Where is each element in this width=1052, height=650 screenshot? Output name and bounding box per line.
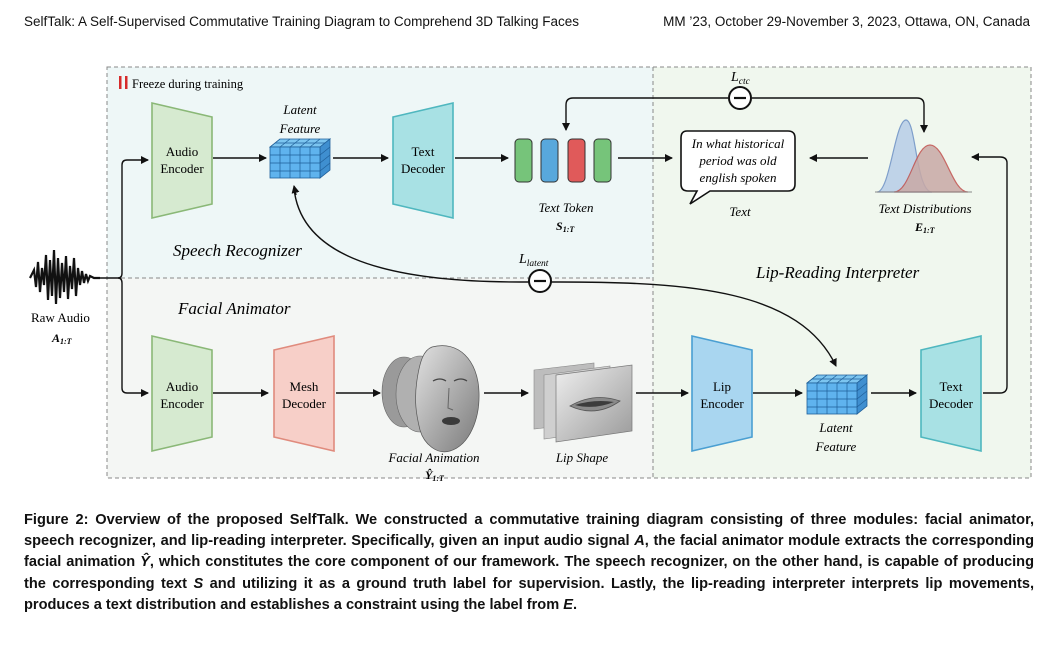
bubble-line-3: english spoken (700, 170, 777, 185)
ctc-loss-path-left (562, 97, 728, 131)
raw-audio-symbol: A1:T (51, 331, 73, 346)
label-facial-animator: Facial Animator (177, 299, 291, 318)
text-distributions-plot: Text Distributions E1:T (875, 119, 972, 235)
text-decoder-bottom-line2: Decoder (929, 396, 974, 411)
caption-label: Figure 2: (24, 512, 89, 528)
latent-feature-top-line1: Latent (282, 102, 317, 117)
latent-loss-node: Llatent (518, 252, 552, 293)
text-decoder-top-line1: Text (412, 144, 435, 159)
lip-encoder-line1: Lip (713, 379, 731, 394)
latent-loss-path (293, 187, 837, 367)
text-token-label: Text Token (538, 200, 593, 215)
caption-var-e: E (563, 596, 573, 613)
caption-text-2: , the facial animator module extracts th… (24, 533, 1034, 571)
outer-dashed-border (106, 66, 1032, 479)
raw-audio-label: Raw Audio (31, 310, 90, 325)
mesh-decoder-line2: Decoder (282, 396, 327, 411)
text-distributions-symbol: E1:T (914, 220, 936, 235)
audio-encoder-top-line1: Audio (166, 144, 199, 159)
text-speech-bubble: In what historical period was old englis… (680, 130, 796, 205)
latent-cube-bottom-icon (805, 374, 869, 415)
latent-feature-top-line2: Feature (279, 121, 321, 136)
latent-feature-bottom: Latent Feature (805, 374, 869, 454)
audio-to-bottom-encoder-arrow (117, 277, 149, 397)
bubble-line-1: In what historical (691, 136, 785, 151)
ctc-loss-node: Lctc (728, 70, 752, 110)
freeze-icon (119, 76, 122, 89)
lip-encoder: Lip Encoder (691, 334, 753, 453)
caption-var-a: A (634, 533, 645, 550)
mesh-decoder: Mesh Decoder (273, 334, 335, 453)
text-label: Text (729, 204, 751, 219)
text-token-2 (540, 138, 559, 183)
lip-shape-image: Lip Shape (533, 362, 633, 465)
caption-text-3: , which constitutes the core component o… (24, 554, 1034, 592)
caption-text-4: and utilizing it as a ground truth label… (24, 575, 1035, 613)
facial-animation-label: Facial Animation (387, 450, 479, 465)
text-distributions-label: Text Distributions (878, 201, 971, 216)
ctc-loss-label: Lctc (730, 70, 751, 87)
text-decoder-bottom: Text Decoder (920, 334, 982, 453)
text-token-1 (514, 138, 533, 183)
mesh-decoder-line1: Mesh (290, 379, 319, 394)
audio-encoder-bottom-line2: Encoder (160, 396, 204, 411)
text-token-symbol: S1:T (556, 219, 575, 234)
freeze-legend: Freeze during training (119, 76, 244, 91)
latent-loss-path-head-top (291, 185, 300, 196)
raw-audio-waveform (29, 249, 100, 305)
lip-shape-label: Lip Shape (555, 450, 609, 465)
facial-animation-image: Facial Animation Ŷ1:T (381, 345, 480, 483)
text-decoder-bottom-line1: Text (940, 379, 963, 394)
audio-encoder-top: Audio Encoder (151, 101, 213, 220)
bubble-line-2: period was old (698, 153, 777, 168)
text-decoder-top: Text Decoder (392, 101, 454, 220)
text-token-3 (567, 138, 586, 183)
running-header-title: SelfTalk: A Self-Supervised Commutative … (24, 14, 580, 29)
latent-feature-bottom-line2: Feature (815, 439, 857, 454)
latent-feature-top: Latent Feature (268, 102, 332, 179)
latent-cube-top-icon (268, 138, 332, 179)
label-lip-reading-interpreter: Lip-Reading Interpreter (755, 263, 920, 282)
ctc-loss-path-right (752, 97, 928, 133)
framework-diagram: Freeze during training Speech Recognizer… (29, 66, 1032, 483)
caption-var-s: S (193, 575, 204, 592)
running-header-venue: MM ’23, October 29-November 3, 2023, Ott… (663, 14, 1030, 29)
text-token-group: Text Token S1:T (514, 138, 612, 234)
arrow-decoder-to-distributions (971, 153, 1008, 394)
audio-encoder-top-line2: Encoder (160, 161, 204, 176)
caption-var-yhat: Ŷ (140, 554, 150, 571)
latent-feature-bottom-line1: Latent (818, 420, 853, 435)
audio-encoder-bottom: Audio Encoder (151, 334, 213, 453)
figure-caption: Figure 2: Overview of the proposed SelfT… (24, 510, 1034, 616)
facial-animation-symbol: Ŷ1:T (425, 468, 445, 483)
lip-encoder-line2: Encoder (700, 396, 744, 411)
latent-loss-label: Llatent (518, 252, 549, 269)
text-token-4 (593, 138, 612, 183)
text-decoder-top-line2: Decoder (401, 161, 446, 176)
label-speech-recognizer: Speech Recognizer (173, 241, 302, 260)
caption-text-1: Overview of the proposed SelfTalk. We co… (24, 512, 1034, 550)
audio-encoder-bottom-line1: Audio (166, 379, 199, 394)
caption-text-5: . (573, 596, 578, 613)
freeze-legend-label: Freeze during training (132, 77, 244, 91)
